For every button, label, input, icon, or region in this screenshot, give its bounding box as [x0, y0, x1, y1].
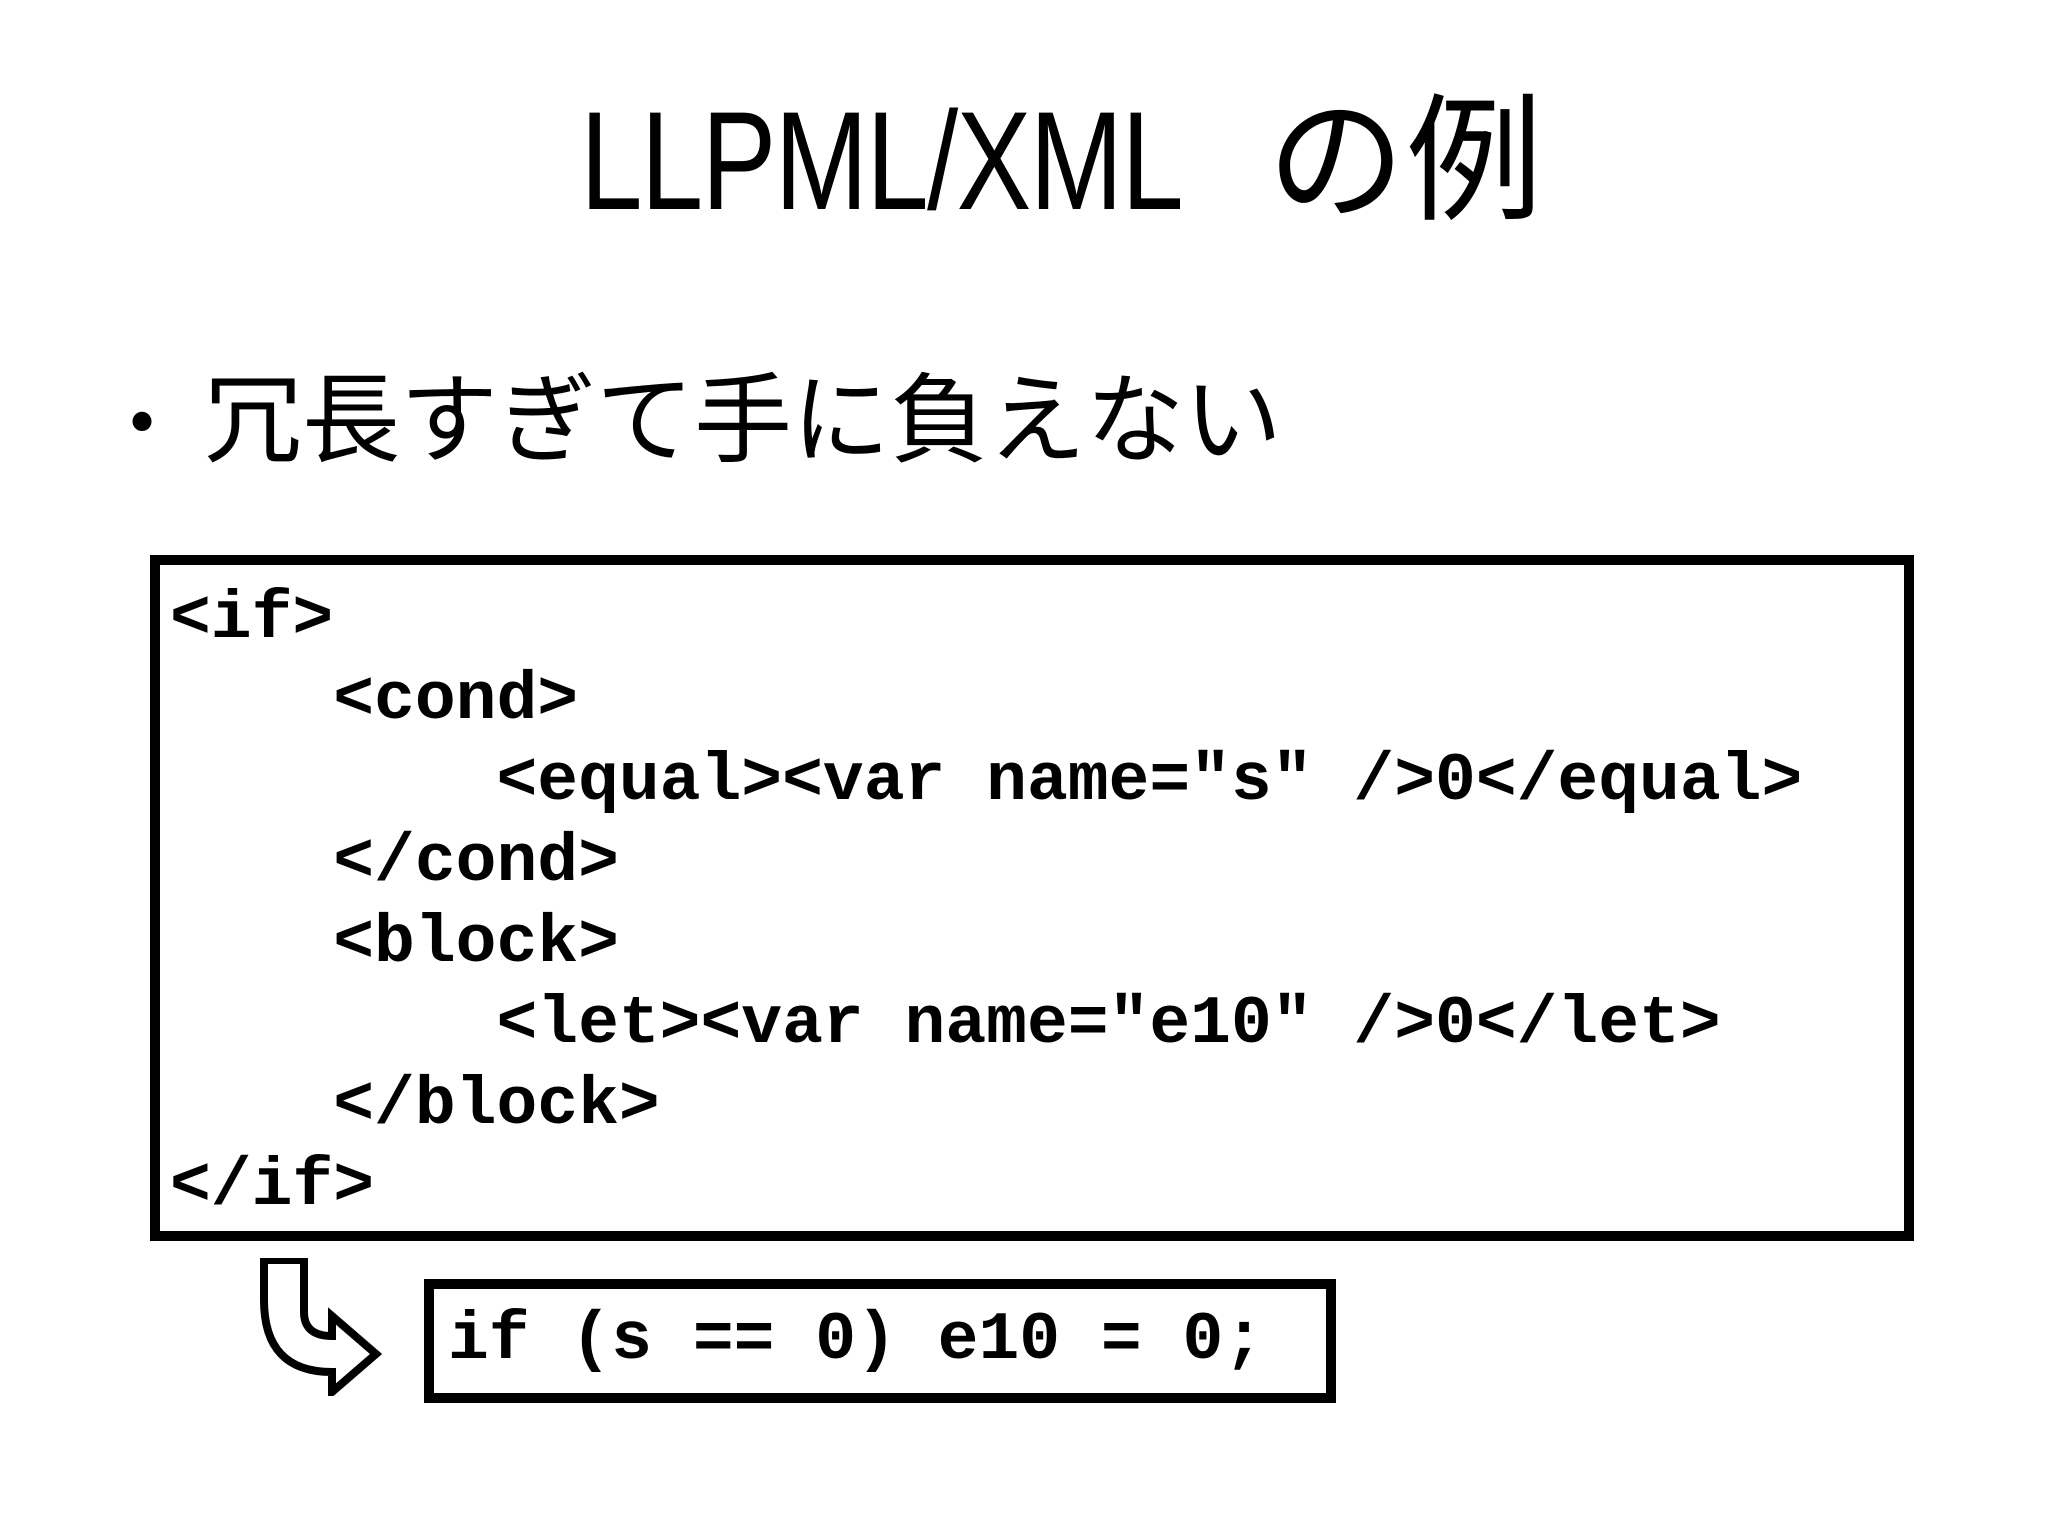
page-title: LLPML/XML の例 — [0, 66, 2048, 300]
bullet-text: 冗長すぎて手に負えない — [204, 368, 1283, 476]
code-line: </cond> — [170, 824, 619, 901]
page-title-japanese: の例 — [1267, 86, 1544, 239]
code-line: </block> — [170, 1067, 660, 1144]
code-line: <block> — [170, 905, 619, 982]
code-line: </if> — [170, 1148, 375, 1225]
bullet-line: • 冗長すぎて手に負えない — [128, 352, 1282, 492]
code-line: <equal><var name="s" />0</equal> — [170, 743, 1803, 820]
bullet-icon: • — [128, 378, 157, 466]
page-title-latin: LLPML/XML — [580, 82, 1183, 239]
code-line: <let><var name="e10" />0</let> — [170, 986, 1721, 1063]
code-line: <if> — [170, 581, 334, 658]
compiled-code-box: if (s == 0) e10 = 0; — [424, 1279, 1336, 1403]
compiled-code-text: if (s == 0) e10 = 0; — [448, 1302, 1265, 1379]
xml-code-box: <if> <cond> <equal><var name="s" />0</eq… — [150, 555, 1914, 1241]
bent-arrow-icon — [260, 1258, 382, 1396]
code-line: <cond> — [170, 662, 579, 739]
